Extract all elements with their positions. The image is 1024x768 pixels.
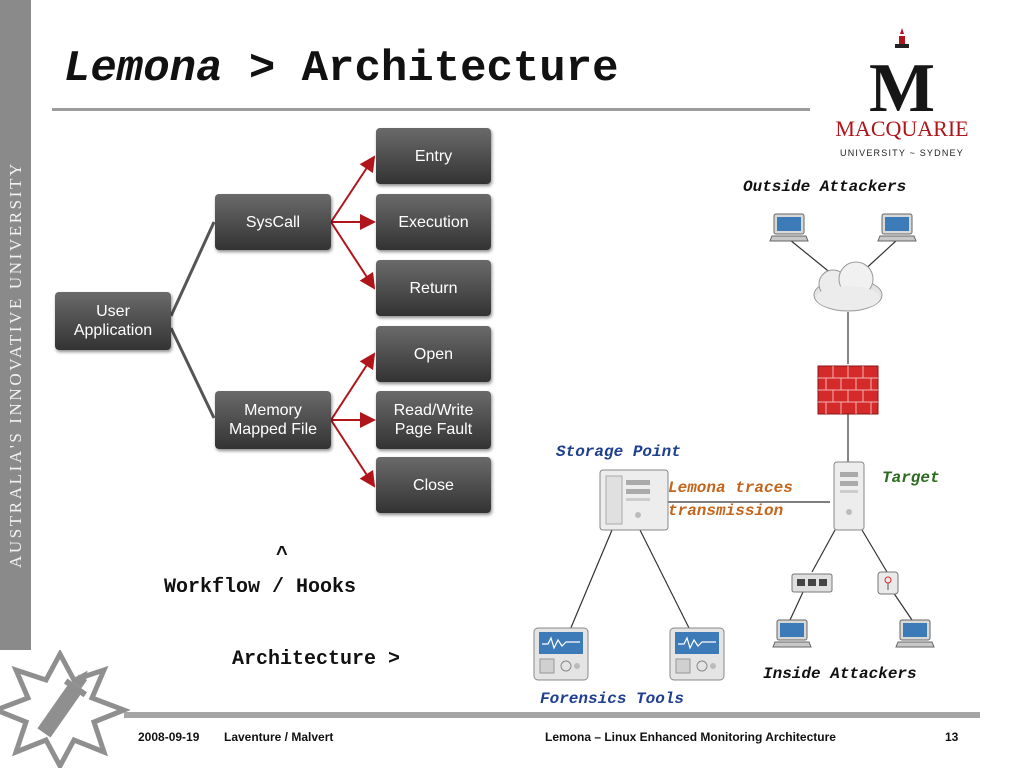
footer-subject: Lemona – Linux Enhanced Monitoring Archi… [545,730,836,744]
laptop-icon [769,213,809,242]
laptop-icon [772,619,812,648]
inside-attackers-label: Inside Attackers [763,665,917,683]
network-links [569,239,913,631]
traces-label-line1: Lemona traces [668,479,793,497]
storage-server-icon [599,469,669,531]
star-emblem-icon [0,650,130,768]
syscall-box: SysCall [215,194,331,250]
entry-box: Entry [376,128,491,184]
caret-mark: ^ [276,544,289,567]
footer-date: 2008-09-19 [138,730,200,744]
page-number: 13 [945,730,959,744]
lighthouse-icon [37,670,88,738]
svg-text:AUSTRALIA'S INNOVATIVE UNIVERS: AUSTRALIA'S INNOVATIVE UNIVERSITY [6,161,25,568]
title-separator: > [222,44,302,94]
sidebar-band: AUSTRALIA'S INNOVATIVE UNIVERSITY [0,0,31,650]
footer-divider [124,712,980,718]
laptop-icon [877,213,917,242]
footer-authors: Laventure / Malvert [224,730,334,744]
title-architecture: Architecture [301,44,619,94]
sidebar-motto: AUSTRALIA'S INNOVATIVE UNIVERSITY [6,161,25,568]
logo-name: MACQUARIE [835,116,968,141]
title-lemona: Lemona [64,44,223,94]
title-divider [52,108,810,111]
firewall-icon [817,365,879,415]
read-write-page-fault-box: Read/Write Page Fault [376,391,491,449]
open-box: Open [376,326,491,382]
target-label: Target [882,469,940,487]
logo-tagline: UNIVERSITY ~ SYDNEY [840,148,964,158]
target-server-icon [833,461,865,531]
logo-monogram: M [869,50,935,127]
network-switch-icon [791,573,833,593]
execution-box: Execution [376,194,491,250]
slide-title: Lemona > Architecture [64,44,619,94]
monitor-icon [533,627,589,681]
lighthouse-icon [895,28,909,48]
memory-mapped-file-box: Memory Mapped File [215,391,331,449]
traces-label-line2: transmission [668,502,784,520]
return-box: Return [376,260,491,316]
laptop-icon [895,619,935,648]
workflow-hooks-caption: Workflow / Hooks [164,576,357,599]
storage-point-label: Storage Point [556,443,681,461]
macquarie-logo: M MACQUARIE UNIVERSITY ~ SYDNEY [835,28,969,158]
architecture-link[interactable]: Architecture > [232,648,401,671]
monitor-icon [669,627,725,681]
internet-cloud-icon [813,261,883,312]
forensics-tools-label: Forensics Tools [540,690,685,708]
wireless-access-point-icon [877,571,899,595]
close-box: Close [376,457,491,513]
user-application-box: User Application [55,292,171,350]
outside-attackers-label: Outside Attackers [743,178,907,196]
